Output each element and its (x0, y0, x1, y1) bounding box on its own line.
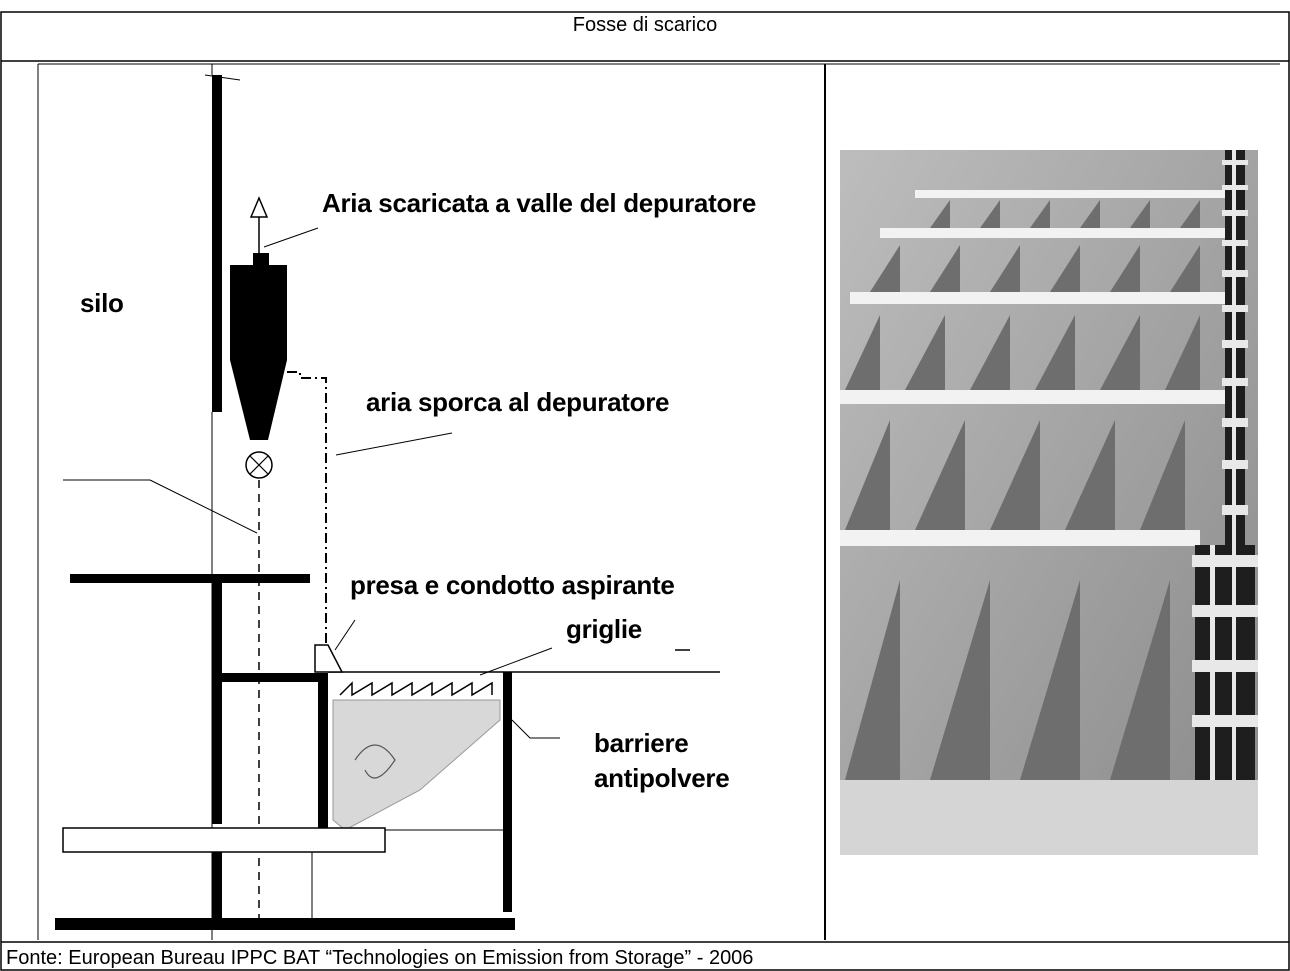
exhaust-arrow-icon (249, 196, 269, 218)
dust-cloud (332, 699, 501, 831)
cyclone-filter (230, 253, 287, 479)
label-silo: silo (80, 288, 124, 318)
table-title: Fosse di scarico (572, 14, 718, 36)
label-barriers-2: antipolvere (594, 763, 730, 793)
label-grids: griglie (566, 614, 642, 644)
label-barriers-1: barriere (594, 728, 689, 758)
intake-hood (314, 644, 344, 673)
label-air-discharged: Aria scaricata a valle del depuratore (322, 188, 757, 218)
silo-wall (212, 75, 222, 412)
grid-symbol (339, 681, 493, 697)
label-intake: presa e condotto aspirante (350, 570, 675, 600)
source-caption: Fonte: European Bureau IPPC BAT “Technol… (6, 947, 754, 969)
label-dirty-air: aria sporca al depuratore (366, 387, 670, 417)
